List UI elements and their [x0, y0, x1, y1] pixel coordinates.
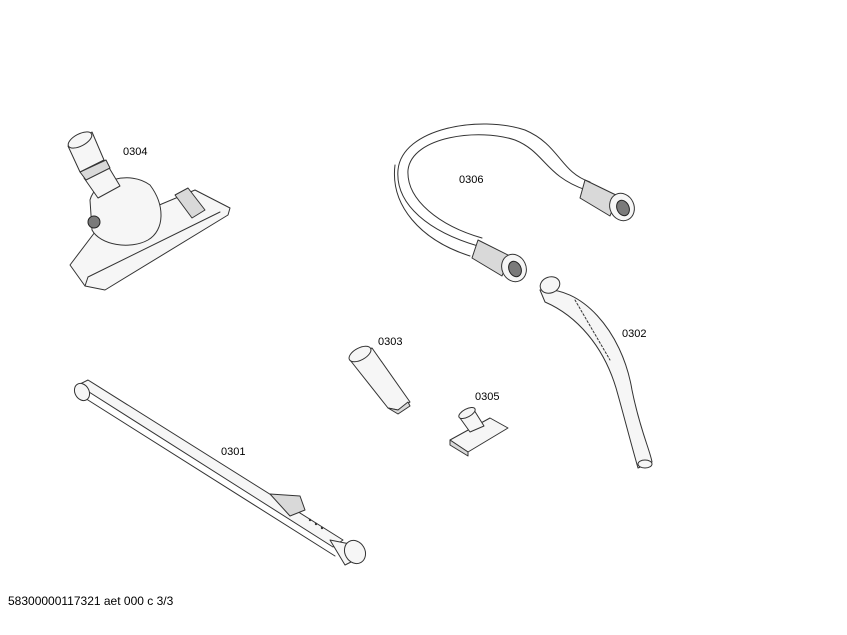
part-label-0302: 0302	[622, 328, 647, 340]
part-label-0306: 0306	[459, 174, 484, 186]
part-label-0303: 0303	[378, 336, 403, 348]
part-label-0304: 0304	[123, 146, 148, 158]
floor-nozzle-drawing	[67, 131, 231, 291]
document-footer: 58300000117321 aet 000 c 3/3	[8, 594, 174, 608]
upholstery-nozzle-drawing	[449, 406, 509, 457]
hose-handle-drawing	[539, 276, 653, 469]
telescopic-tube-drawing	[73, 379, 367, 566]
suction-hose-drawing	[393, 123, 635, 283]
part-label-0301: 0301	[221, 446, 246, 458]
crevice-nozzle-drawing	[348, 345, 411, 415]
part-label-0305: 0305	[475, 391, 500, 403]
